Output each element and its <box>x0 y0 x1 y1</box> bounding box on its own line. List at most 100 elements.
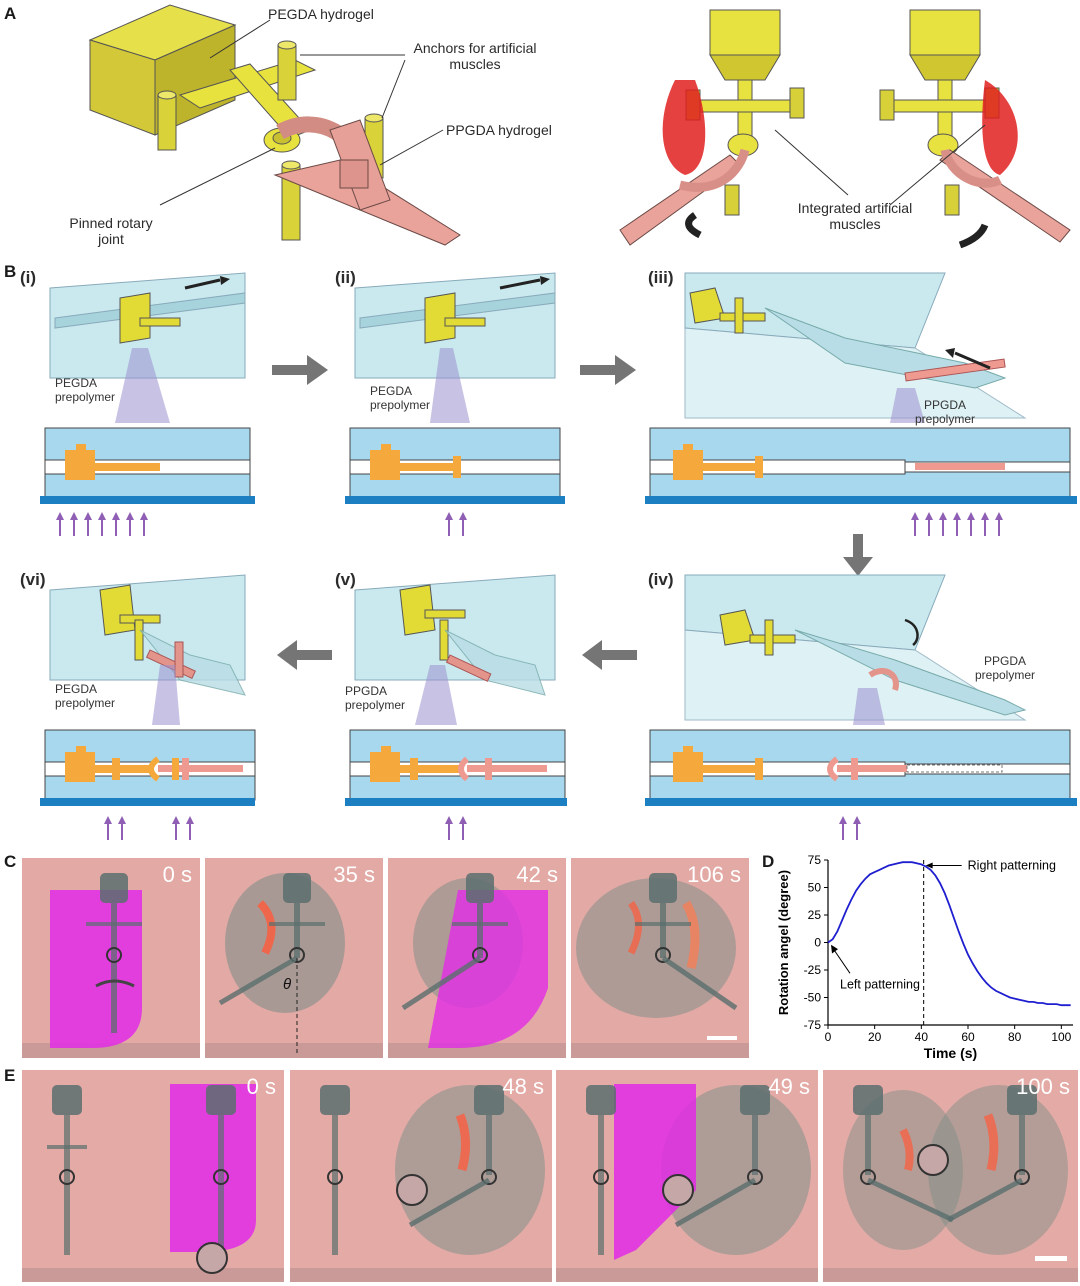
uv-arrow <box>445 816 453 840</box>
uv-arrow <box>853 816 861 840</box>
annotation-arrowhead <box>925 862 933 869</box>
x-tick-label: 40 <box>915 1030 929 1044</box>
step-ii-diagram <box>345 272 565 504</box>
arrow-v-to-vi <box>277 640 332 670</box>
uv-arrow <box>112 512 120 536</box>
step-iv-label: (iv) <box>648 570 674 589</box>
y-tick-label: -25 <box>804 963 822 977</box>
panel-a-robot-illustration <box>88 4 461 246</box>
uv-arrow <box>953 512 961 536</box>
x-tick-label: 80 <box>1008 1030 1022 1044</box>
c-frame-1: 0 s <box>22 858 200 1058</box>
x-tick-label: 0 <box>825 1030 832 1044</box>
panel-d-label: D <box>762 852 775 871</box>
pegda-hydrogel-label: PEGDA hydrogel <box>268 6 374 22</box>
annotation-right-patterning: Right patterning <box>968 859 1056 873</box>
uv-arrow <box>84 512 92 536</box>
theta-symbol: θ <box>283 976 292 993</box>
uv-arrow <box>98 512 106 536</box>
x-axis-label: Time (s) <box>924 1045 977 1061</box>
step-i-diagram <box>40 272 255 504</box>
step-vi-prepolymer-label: PEGDA prepolymer <box>55 682 116 710</box>
step-ii-label: (ii) <box>335 268 356 287</box>
e-frame-4: 100 s <box>823 1070 1078 1282</box>
panel-e-label: E <box>4 1066 16 1085</box>
x-tick-label: 60 <box>961 1030 975 1044</box>
ppgda-hydrogel-label: PPGDA hydrogel <box>446 122 552 138</box>
x-tick-label: 20 <box>868 1030 882 1044</box>
y-tick-label: 75 <box>808 853 822 867</box>
uv-arrow <box>56 512 64 536</box>
rotation-series-line <box>827 861 1071 1007</box>
c-time-4: 106 s <box>687 862 741 887</box>
uv-arrow <box>925 512 933 536</box>
e-time-1: 0 s <box>246 1074 276 1099</box>
e-time-2: 48 s <box>502 1074 544 1099</box>
step-vi-label: (vi) <box>20 570 46 589</box>
step-iii-diagram <box>645 272 1077 504</box>
step-iii-prepolymer-label: PPGDA prepolymer <box>914 398 976 426</box>
step-i-label: (i) <box>20 268 37 287</box>
y-tick-label: -50 <box>804 991 822 1005</box>
uv-arrow <box>981 512 989 536</box>
uv-arrow <box>911 512 919 536</box>
uv-arrow <box>104 816 112 840</box>
uv-arrow <box>172 816 180 840</box>
step-i-prepolymer-label: PEGDA prepolymer <box>55 376 116 404</box>
uv-arrow <box>967 512 975 536</box>
uv-arrow <box>445 512 453 536</box>
pinned-joint-label: Pinned rotary joint <box>69 215 153 247</box>
uv-arrow <box>839 816 847 840</box>
arrow-iv-to-v <box>582 640 637 670</box>
y-tick-label: 25 <box>808 908 822 922</box>
uv-arrow <box>118 816 126 840</box>
step-iv-prepolymer-label: PPGDA prepolymer <box>974 654 1036 682</box>
annotation-left-patterning: Left patterning <box>840 977 920 991</box>
e-time-4: 100 s <box>1016 1074 1070 1099</box>
uv-arrow <box>126 512 134 536</box>
step-iv-uv-arrows <box>839 816 861 840</box>
integrated-muscles-label: Integrated artificial muscles <box>797 200 913 232</box>
c-frame-3: 42 s <box>388 858 566 1058</box>
e-time-3: 49 s <box>768 1074 810 1099</box>
uv-arrow <box>70 512 78 536</box>
uv-arrow <box>939 512 947 536</box>
panel-b-label: B <box>4 262 17 281</box>
step-iii-uv-arrows <box>911 512 1003 536</box>
step-v-prepolymer-label: PPGDA prepolymer <box>345 684 406 712</box>
c-time-2: 35 s <box>333 862 375 887</box>
uv-arrow <box>459 816 467 840</box>
step-iv-diagram <box>645 574 1077 806</box>
anchors-label: Anchors for artificial muscles <box>413 40 537 72</box>
step-v-uv-arrows <box>445 816 467 840</box>
y-tick-label: -75 <box>804 1018 822 1032</box>
uv-arrow <box>186 816 194 840</box>
panel-a-label: A <box>4 4 17 23</box>
e-frame-2: 48 s <box>290 1070 552 1282</box>
arrow-i-to-ii <box>272 355 328 385</box>
step-vi-uv-arrows <box>104 816 194 840</box>
e-frame-1: 0 s <box>22 1070 284 1282</box>
uv-arrow <box>995 512 1003 536</box>
c-time-1: 0 s <box>162 862 192 887</box>
step-v-label: (v) <box>335 570 356 589</box>
uv-arrow <box>459 512 467 536</box>
panel-a-actuation-illustration <box>619 9 1071 249</box>
y-tick-label: 50 <box>808 881 822 895</box>
arrow-iii-to-iv <box>843 534 873 576</box>
c-frame-4: 106 s <box>571 858 749 1058</box>
step-iii-label: (iii) <box>648 268 674 287</box>
arrow-ii-to-iii <box>580 355 636 385</box>
panel-c-label: C <box>4 852 17 871</box>
step-ii-prepolymer-label: PEGDA prepolymer <box>370 384 431 412</box>
c-frame-2: 35 s θ <box>205 858 383 1058</box>
e-frame-3: 49 s <box>556 1070 818 1282</box>
x-tick-label: 100 <box>1051 1030 1071 1044</box>
c-time-3: 42 s <box>516 862 558 887</box>
y-tick-label: 0 <box>814 936 821 950</box>
annotation-arrowhead <box>831 944 838 954</box>
step-ii-uv-arrows <box>445 512 467 536</box>
step-i-uv-arrows <box>56 512 148 536</box>
uv-arrow <box>140 512 148 536</box>
